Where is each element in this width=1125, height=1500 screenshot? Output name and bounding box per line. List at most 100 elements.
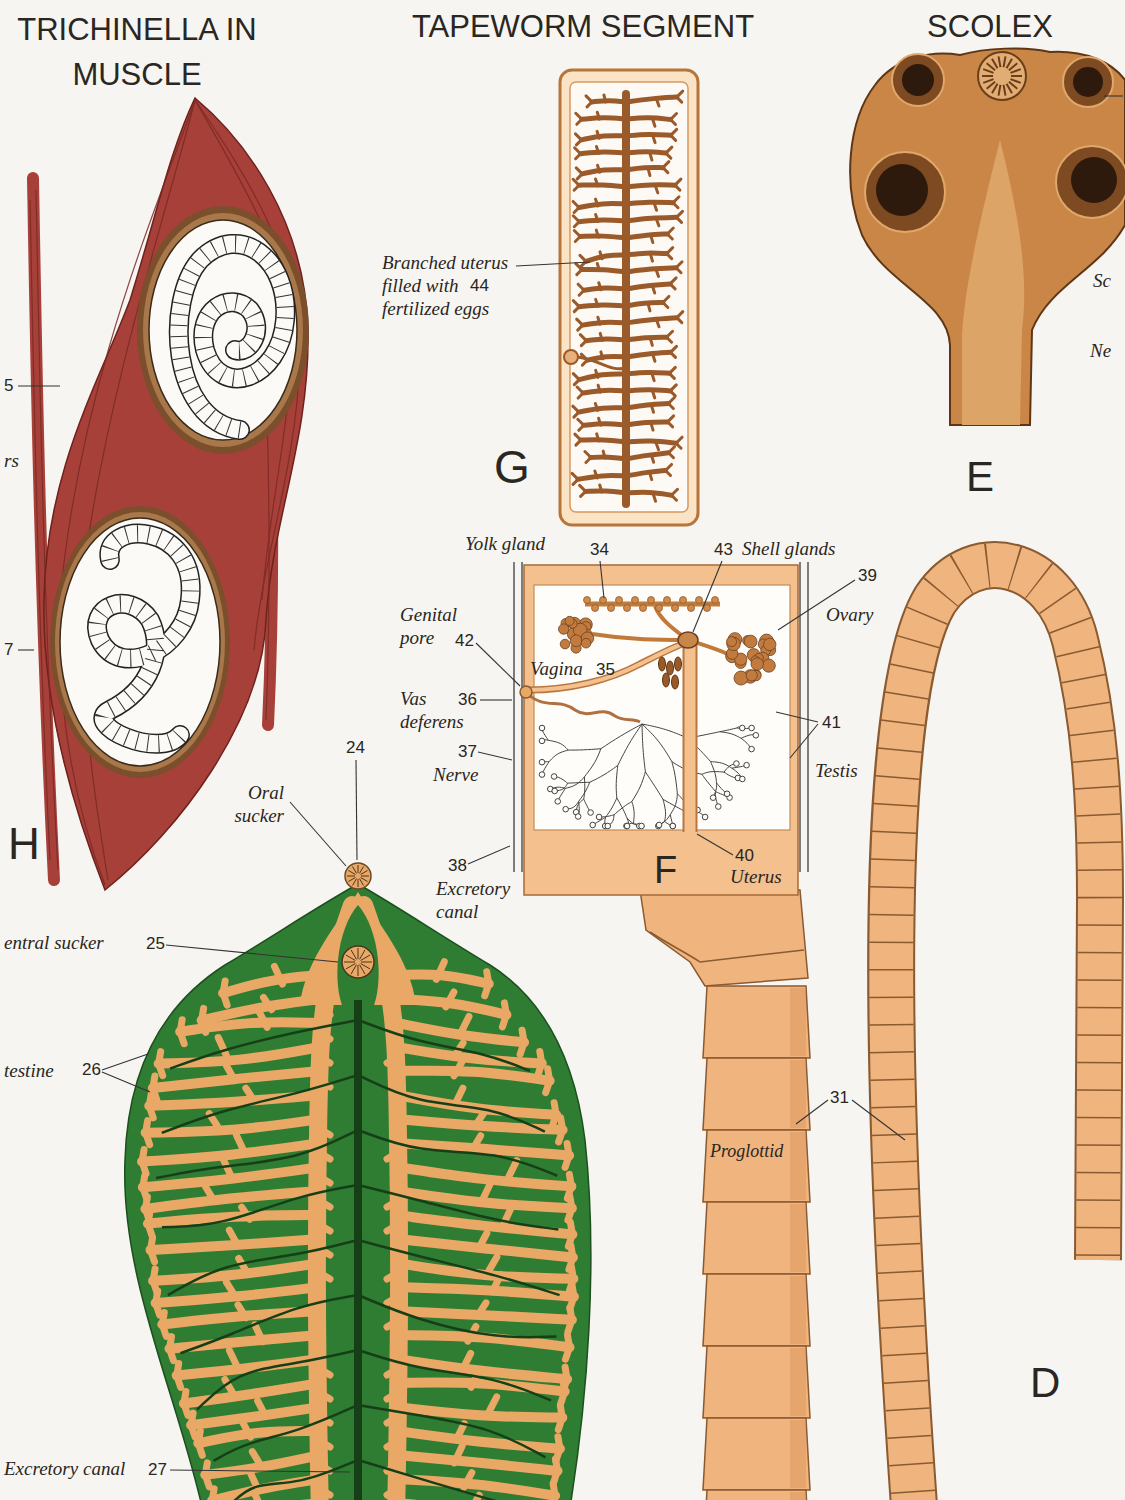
intestine-twig bbox=[387, 1225, 397, 1231]
uterus-branch bbox=[576, 440, 581, 445]
intestine-twig bbox=[454, 1446, 462, 1463]
mature-segment bbox=[514, 562, 1100, 1500]
intestine-twig bbox=[149, 1094, 151, 1106]
uterus-branch bbox=[626, 337, 667, 340]
intestine-twig bbox=[148, 1212, 150, 1224]
excretory-branch bbox=[358, 1185, 558, 1229]
leader-line bbox=[102, 1054, 150, 1092]
uterus-branch bbox=[574, 412, 579, 417]
uterus-branch bbox=[677, 318, 682, 323]
cyst bbox=[149, 220, 297, 440]
uterus-branch bbox=[596, 146, 598, 153]
intestine-twig bbox=[320, 1009, 330, 1015]
part-label: Nerve bbox=[433, 764, 478, 787]
testis-follicle bbox=[624, 823, 630, 829]
testis-follicle bbox=[753, 732, 759, 738]
testis-duct bbox=[632, 772, 646, 802]
ovary-lobe bbox=[727, 637, 737, 647]
proglottid-shading bbox=[790, 1132, 806, 1200]
uterus-branch bbox=[581, 440, 626, 442]
callout-number: 5 bbox=[4, 376, 13, 396]
sucker-ray bbox=[348, 871, 355, 875]
uterus-branch bbox=[648, 304, 650, 311]
testis-follicle bbox=[605, 823, 611, 829]
intestine-twig bbox=[177, 1364, 179, 1376]
uterus-stem bbox=[622, 94, 630, 504]
uterus-branch bbox=[574, 207, 579, 212]
excretory-branch bbox=[197, 1350, 358, 1410]
uterus-branch bbox=[579, 305, 626, 307]
intestine-twig bbox=[229, 1230, 237, 1244]
uterus-branch bbox=[626, 185, 675, 187]
intestine-twig bbox=[226, 1282, 234, 1295]
uterus-branch bbox=[579, 204, 626, 208]
uterus-branch bbox=[673, 203, 678, 208]
intestine-twig bbox=[146, 1121, 148, 1133]
uterus-branch bbox=[580, 236, 626, 238]
testis bbox=[539, 724, 758, 829]
segment-body bbox=[524, 565, 798, 895]
callout-number: 25 bbox=[146, 934, 165, 954]
uterus-branch bbox=[656, 219, 659, 226]
shell-gland-lobe bbox=[663, 673, 670, 687]
intestine-twig bbox=[320, 1201, 330, 1207]
uterus-branch bbox=[583, 322, 626, 325]
part-label: entral sucker bbox=[4, 932, 104, 955]
testis-duct bbox=[584, 777, 585, 799]
uterus-branch bbox=[577, 174, 582, 179]
hook bbox=[1004, 56, 1006, 67]
uterus-branch bbox=[651, 423, 653, 430]
testis-duct bbox=[590, 765, 618, 782]
sucker-rays bbox=[344, 948, 372, 976]
uterus-branch bbox=[579, 425, 584, 430]
leader-line bbox=[468, 846, 510, 864]
proglottid bbox=[703, 1130, 810, 1202]
intestine-twig bbox=[454, 1062, 462, 1076]
testis-duct bbox=[663, 799, 682, 810]
intestine-twig bbox=[489, 1397, 497, 1412]
testis-duct bbox=[645, 772, 663, 799]
intestine-twig bbox=[320, 1465, 330, 1471]
uterus-branch bbox=[653, 354, 655, 361]
intestine-twig bbox=[252, 1452, 260, 1465]
rostellum bbox=[978, 52, 1026, 100]
uterus-branch bbox=[579, 290, 584, 295]
intestine-twig bbox=[572, 1285, 574, 1297]
testis-duct bbox=[670, 794, 677, 815]
uterus-branch bbox=[586, 458, 591, 463]
intestine-twig bbox=[476, 1112, 484, 1124]
intestine-branch bbox=[223, 975, 320, 993]
callout-number: 34 bbox=[590, 540, 609, 560]
intestine-twig bbox=[320, 1273, 330, 1279]
testis-duct bbox=[548, 740, 568, 750]
uterus-branch bbox=[656, 320, 659, 327]
uterus-branch bbox=[598, 385, 600, 392]
uterus-branch bbox=[626, 152, 666, 153]
intestine bbox=[142, 905, 574, 1500]
figure-heading: TRICHINELLA IN MUSCLE bbox=[12, 8, 262, 98]
uterus-branch bbox=[581, 341, 586, 346]
sucker-cavity bbox=[1071, 157, 1117, 203]
excretory-branch bbox=[358, 1295, 557, 1337]
intestine-branch bbox=[170, 1335, 321, 1349]
sucker-ray bbox=[360, 879, 364, 886]
intestine-twig bbox=[255, 1325, 263, 1342]
ovary-lobe bbox=[751, 658, 763, 670]
hook bbox=[992, 59, 998, 69]
uterus-branch bbox=[671, 495, 676, 500]
ovary-lobe bbox=[558, 624, 568, 634]
hook bbox=[1011, 75, 1022, 77]
uterus-branch bbox=[597, 131, 599, 138]
ovary-lobe bbox=[746, 670, 757, 681]
yolk-lobe bbox=[592, 605, 599, 612]
uterus-branch bbox=[626, 372, 669, 374]
uterus-branch bbox=[677, 217, 682, 222]
cyst bbox=[60, 518, 220, 766]
leader-line bbox=[1104, 95, 1123, 96]
yolk-lobes bbox=[584, 597, 719, 612]
uterus-branch bbox=[598, 165, 600, 172]
intestine-twig bbox=[568, 1335, 570, 1347]
testis-follicle bbox=[596, 814, 602, 820]
uterus-branch bbox=[601, 352, 603, 359]
